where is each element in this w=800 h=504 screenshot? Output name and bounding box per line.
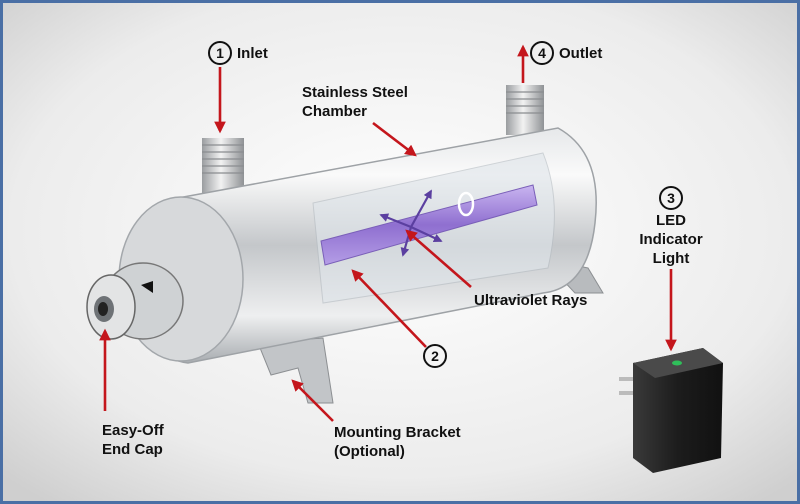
chamber-label-line1: Stainless Steel bbox=[302, 84, 408, 101]
chamber-label-line2: Chamber bbox=[302, 103, 368, 120]
chamber-arrow bbox=[372, 121, 417, 157]
easy-off-end-cap bbox=[86, 262, 184, 340]
bracket-arrow bbox=[291, 379, 334, 422]
bracket-label: Mounting Bracket (Optional) bbox=[334, 423, 461, 461]
led-label-line1: LED bbox=[656, 212, 686, 229]
led-indicator bbox=[672, 360, 682, 366]
bracket-label-line2: (Optional) bbox=[334, 443, 405, 460]
outlet-number-badge: 4 bbox=[530, 41, 554, 65]
uv-rays-label: Ultraviolet Rays bbox=[474, 292, 588, 309]
lamp-arrow bbox=[351, 269, 427, 348]
led-label-line3: Light bbox=[652, 250, 690, 267]
stainless-steel-chamber bbox=[118, 127, 597, 364]
bracket-label-line1: Mounting Bracket bbox=[334, 424, 461, 441]
end-cap-label: Easy-Off End Cap bbox=[102, 421, 164, 459]
chamber-label: Stainless Steel Chamber bbox=[302, 83, 408, 121]
end-cap-label-line2: End Cap bbox=[102, 441, 163, 458]
uv-rays-arrow bbox=[405, 229, 472, 288]
uv-lamp bbox=[320, 184, 538, 266]
outlet-pipe bbox=[506, 85, 544, 135]
diagram-artwork bbox=[3, 3, 797, 501]
inlet-number-badge: 1 bbox=[208, 41, 232, 65]
lamp-number-badge: 2 bbox=[423, 344, 447, 368]
front-mounting-bracket bbox=[257, 337, 334, 404]
inlet-label: Inlet bbox=[237, 45, 268, 62]
led-number-badge: 3 bbox=[659, 186, 683, 210]
end-cap-label-line1: Easy-Off bbox=[102, 422, 164, 439]
led-label-line2: Indicator bbox=[639, 231, 703, 248]
led-power-adapter bbox=[619, 348, 723, 473]
led-label: LED Indicator Light bbox=[631, 211, 711, 268]
outlet-label: Outlet bbox=[559, 45, 603, 62]
